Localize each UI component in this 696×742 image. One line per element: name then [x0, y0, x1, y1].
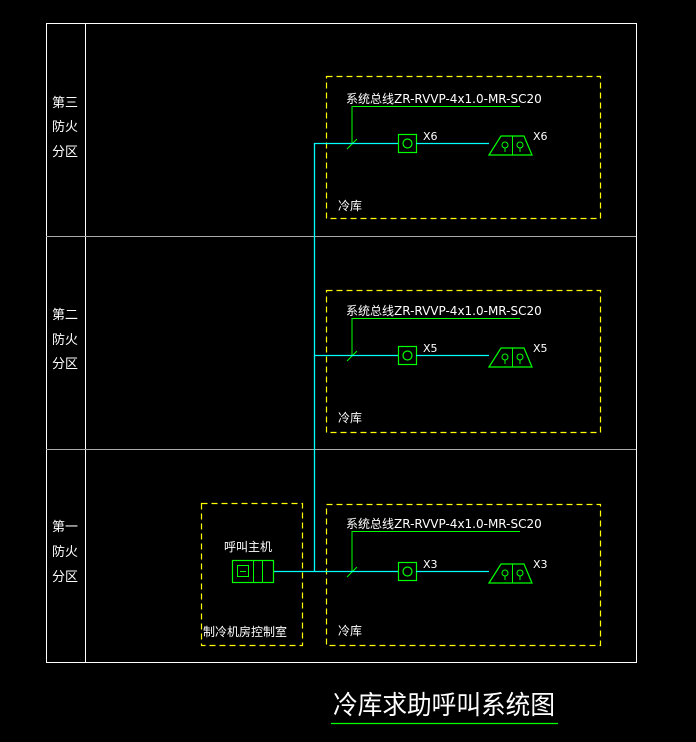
cold-room-label: 冷库	[338, 410, 362, 425]
zone-label-line: 分区	[52, 570, 78, 585]
call-button-icon	[397, 345, 418, 366]
cold-room-x5: 系统总线ZR-RVVP-4x1.0-MR-SC20 X5 X5 冷库	[314, 289, 602, 434]
call-button-tag: X6	[423, 130, 438, 143]
cable-spec-label: 系统总线ZR-RVVP-4x1.0-MR-SC20	[346, 304, 542, 318]
control-room-label: 制冷机房控制室	[203, 624, 287, 639]
audible-alarm-icon	[487, 563, 533, 584]
audible-alarm-icon	[487, 135, 533, 156]
zone-label-line: 防火	[52, 544, 78, 560]
zone-label-line: 第二	[52, 308, 78, 323]
cold-room-boundary	[325, 289, 602, 434]
audible-alarm-icon	[487, 347, 533, 368]
call-button-tag: X5	[423, 342, 438, 355]
call-host-icon	[231, 559, 275, 584]
call-button-center-icon	[402, 138, 413, 149]
cold-room-label: 冷库	[338, 198, 362, 213]
control-room-boundary	[200, 502, 304, 647]
alarm-tag: X3	[533, 558, 548, 571]
zone-label-line: 第一	[52, 520, 78, 535]
cable-spec-label: 系统总线ZR-RVVP-4x1.0-MR-SC20	[346, 92, 542, 106]
control-room: 呼叫主机 制冷机房控制室	[200, 502, 304, 647]
diagram-title: 冷库求助呼叫系统图	[333, 691, 555, 721]
outer-frame	[46, 23, 637, 663]
cable-spec-label: 系统总线ZR-RVVP-4x1.0-MR-SC20	[346, 517, 542, 531]
call-button-icon	[397, 133, 418, 154]
alarm-tag: X5	[533, 342, 548, 355]
zone-label-line: 第三	[52, 96, 78, 111]
cold-room-label: 冷库	[338, 623, 362, 638]
zone-label-3: 第三 防火 分区	[52, 96, 78, 160]
zone-label-line: 分区	[52, 145, 78, 160]
cold-room-x6: 系统总线ZR-RVVP-4x1.0-MR-SC20 X6 X6 冷库	[314, 75, 602, 220]
zone-label-line: 分区	[52, 357, 78, 372]
zone-label-2: 第二 防火 分区	[52, 308, 78, 372]
call-button-tag: X3	[423, 558, 438, 571]
zone-label-line: 防火	[52, 119, 78, 135]
cold-room-x3: 系统总线ZR-RVVP-4x1.0-MR-SC20 X3 X3 冷库	[274, 503, 602, 647]
zone-label-line: 防火	[52, 332, 78, 348]
zone-label-1: 第一 防火 分区	[52, 520, 78, 585]
call-host-label: 呼叫主机	[224, 540, 272, 554]
alarm-tag: X6	[533, 130, 548, 143]
cold-room-boundary	[325, 503, 602, 647]
cold-room-boundary	[325, 75, 602, 220]
call-button-center-icon	[402, 566, 413, 577]
call-button-center-icon	[402, 350, 413, 361]
call-button-icon	[397, 561, 418, 582]
